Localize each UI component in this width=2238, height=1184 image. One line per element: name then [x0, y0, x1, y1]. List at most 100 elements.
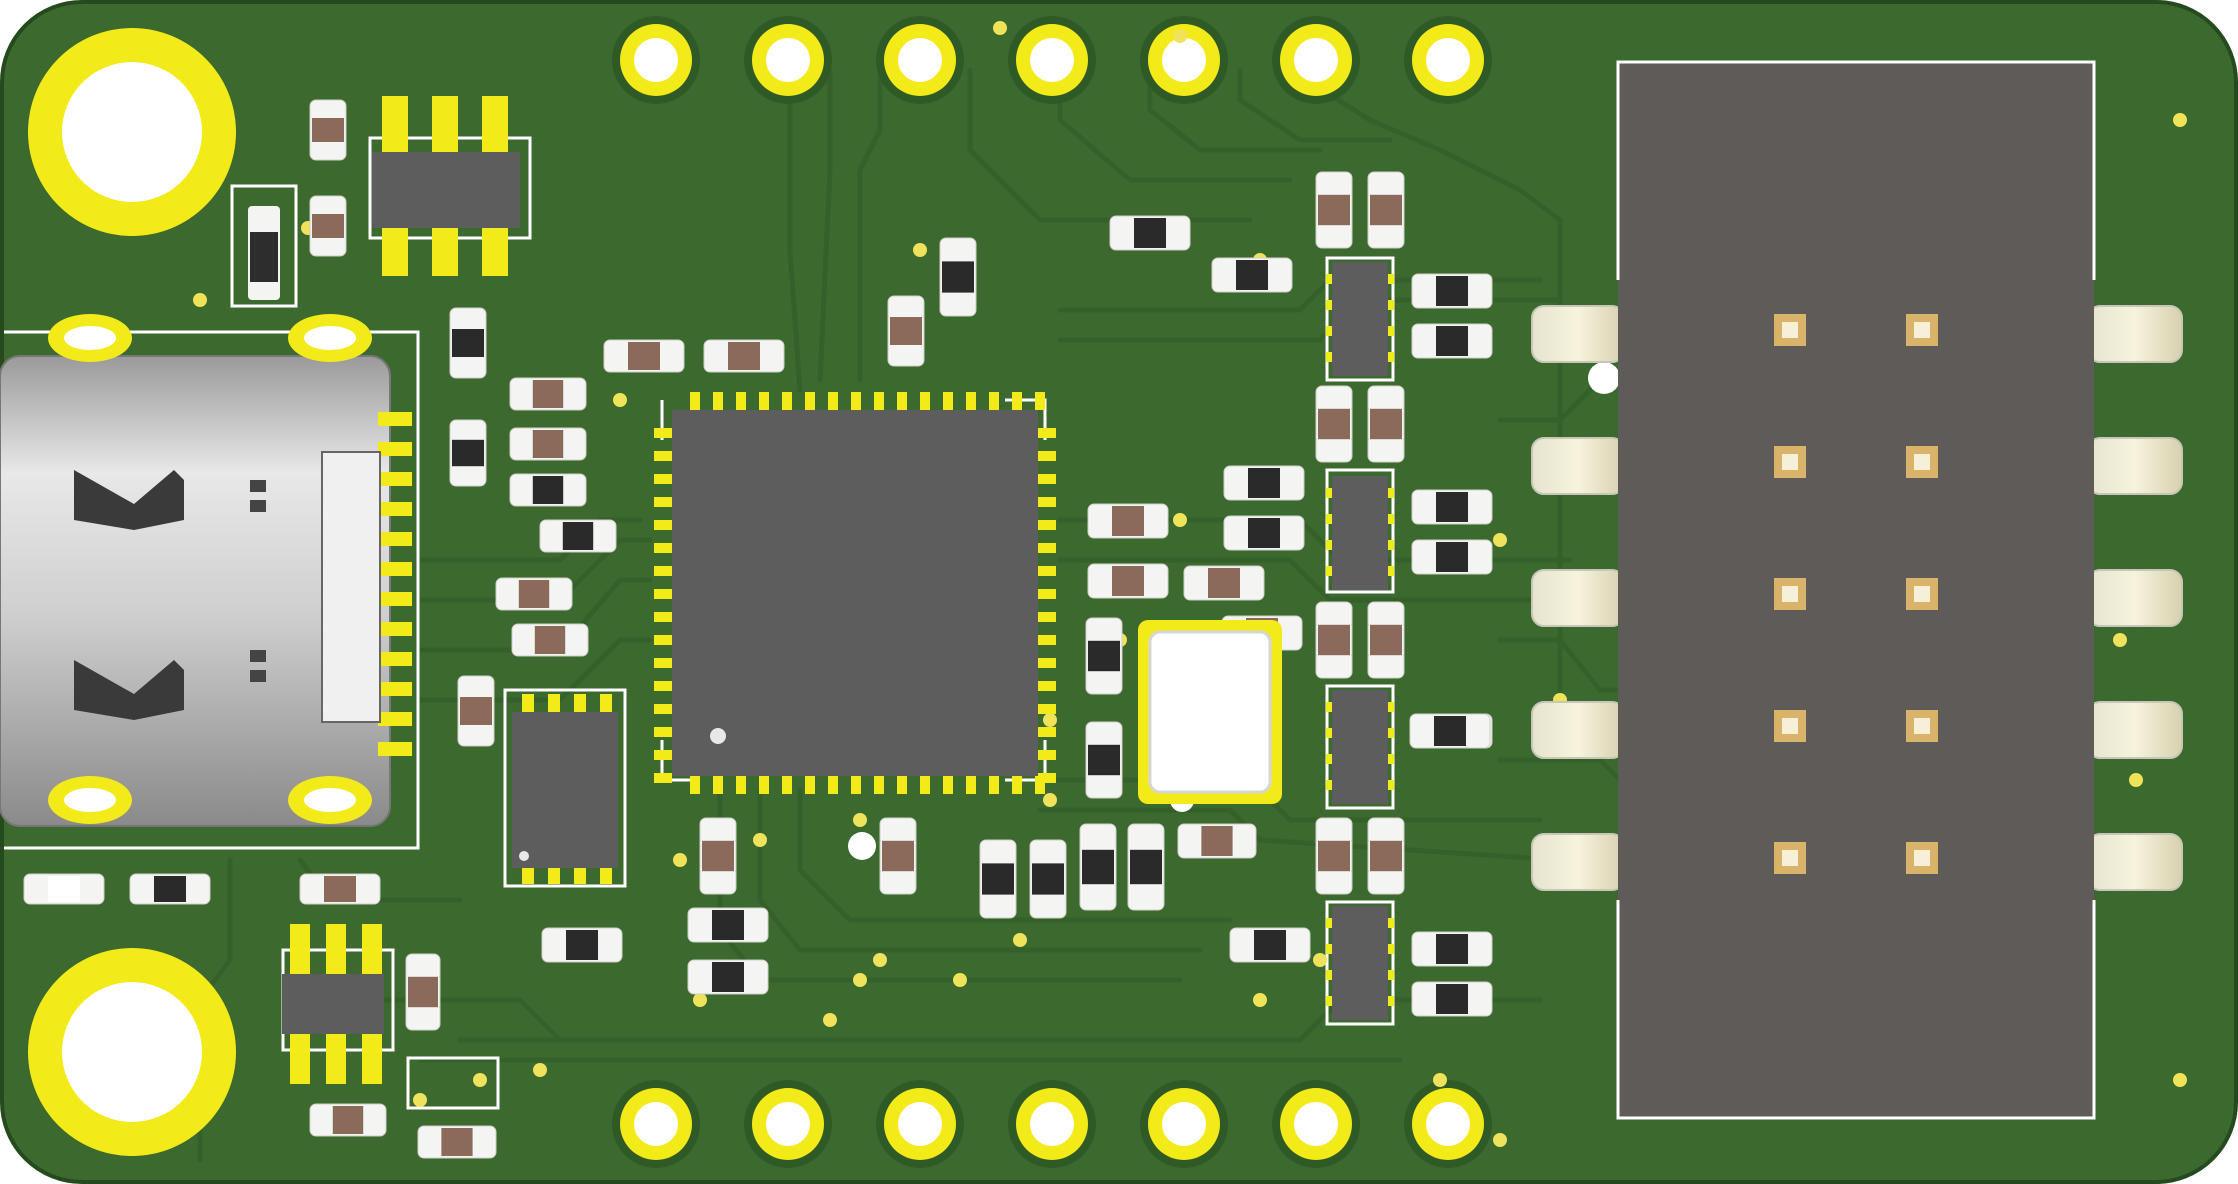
trace: [797, 787, 1233, 923]
esd-pin: [1386, 300, 1394, 310]
via: [1173, 513, 1187, 527]
mcu-pin: [654, 497, 672, 507]
top-pin-header: [612, 16, 1492, 104]
usb-signal-pad: [378, 742, 412, 756]
header-pin-hole: [898, 1102, 942, 1146]
smd-component: [1223, 515, 1305, 551]
mcu-pin: [1035, 392, 1045, 410]
esd-body: [1332, 906, 1388, 1020]
box-header-connector-icon: [1531, 60, 2183, 1120]
smd-body: [1370, 624, 1402, 656]
smd-component: [509, 377, 587, 411]
esd-pin: [1386, 754, 1394, 764]
box-header-side-pin: [1531, 305, 1625, 363]
usb-signal-pad: [378, 532, 412, 546]
header-pin-hole: [1030, 38, 1074, 82]
usb-signal-pad: [378, 412, 412, 426]
mcu-pin: [654, 658, 672, 668]
mounting-hole: [62, 982, 202, 1122]
smd-body: [532, 430, 564, 458]
smd-component: [309, 99, 347, 161]
smd-body: [441, 1128, 473, 1156]
silk-outline: [1325, 684, 1395, 810]
header-pin-hole: [1030, 1102, 1074, 1146]
mcu-pin: [943, 776, 953, 794]
box-header-side-pin: [2087, 569, 2183, 627]
smd-body: [1201, 826, 1233, 856]
header-pin-hole: [1162, 1102, 1206, 1146]
mcu-pin: [966, 392, 976, 410]
smd-component: [1411, 489, 1493, 525]
smd-body: [1088, 744, 1120, 776]
smd-body: [562, 522, 594, 550]
smd-component: [699, 817, 737, 895]
box-header-side-pin: [1531, 437, 1625, 495]
mcu-pin: [1038, 543, 1056, 553]
silk-outline: [4, 330, 420, 850]
smd-component: [1411, 273, 1493, 309]
via: [1493, 1133, 1507, 1147]
mcu-pin: [1038, 750, 1056, 760]
via: [673, 853, 687, 867]
box-header-side-pin: [2087, 701, 2183, 759]
smd-body: [1318, 840, 1350, 872]
smd-body: [1318, 194, 1350, 226]
smd-component: [1411, 323, 1493, 359]
smd-body: [1370, 408, 1402, 440]
box-header-pin-center: [1782, 850, 1798, 866]
smd-component: [687, 907, 769, 943]
via: [873, 953, 887, 967]
via: [953, 973, 967, 987]
mcu-pin: [874, 776, 884, 794]
mcu-pin: [851, 776, 861, 794]
mcu-pin: [1038, 428, 1056, 438]
mcu-pin: [897, 776, 907, 794]
soic-pin: [600, 866, 612, 884]
mcu-pin: [943, 392, 953, 410]
smd-component: [687, 959, 769, 995]
via: [823, 1013, 837, 1027]
mcu-pin: [654, 727, 672, 737]
mcu-pin: [1038, 773, 1056, 783]
mcu-pin: [805, 776, 815, 794]
smd-component: [1085, 721, 1123, 799]
usb-slot: [250, 670, 266, 682]
passive-components: [23, 99, 1493, 1159]
smd-body: [712, 910, 744, 940]
via: [2173, 113, 2187, 127]
via: [1313, 953, 1327, 967]
usb-slot: [250, 480, 266, 492]
esd-pin: [1326, 996, 1334, 1006]
smd-body: [324, 876, 356, 902]
usb-signal-pad: [378, 562, 412, 576]
header-pin-hole: [634, 1102, 678, 1146]
trace: [1147, 67, 1323, 153]
esd-pin: [1386, 970, 1394, 980]
smd-body: [1134, 218, 1166, 248]
smd-component: [1367, 171, 1405, 249]
trace: [817, 67, 833, 383]
mcu-pin: [736, 392, 746, 410]
esd-pin: [1326, 970, 1334, 980]
mcu-pin: [897, 392, 907, 410]
via: [993, 21, 1007, 35]
trace: [1237, 67, 1393, 143]
esd-body: [1332, 690, 1388, 804]
mcu-body: [672, 410, 1038, 776]
smd-body: [312, 118, 344, 142]
mcu-pin: [759, 776, 769, 794]
header-pin-hole: [898, 38, 942, 82]
box-header-side-pin: [1531, 701, 1625, 759]
esd-body: [1332, 262, 1388, 376]
diode-body: [250, 232, 278, 282]
smd-body: [882, 840, 914, 872]
smd-body: [1254, 930, 1286, 960]
esd-pin: [1386, 944, 1394, 954]
soic-pin: [522, 866, 534, 884]
smd-body: [1436, 984, 1468, 1014]
smd-component: [1367, 817, 1405, 895]
smd-body: [1434, 716, 1466, 746]
esd-pin: [1386, 514, 1394, 524]
usb-slot: [250, 650, 266, 662]
soic-pin: [522, 694, 534, 712]
